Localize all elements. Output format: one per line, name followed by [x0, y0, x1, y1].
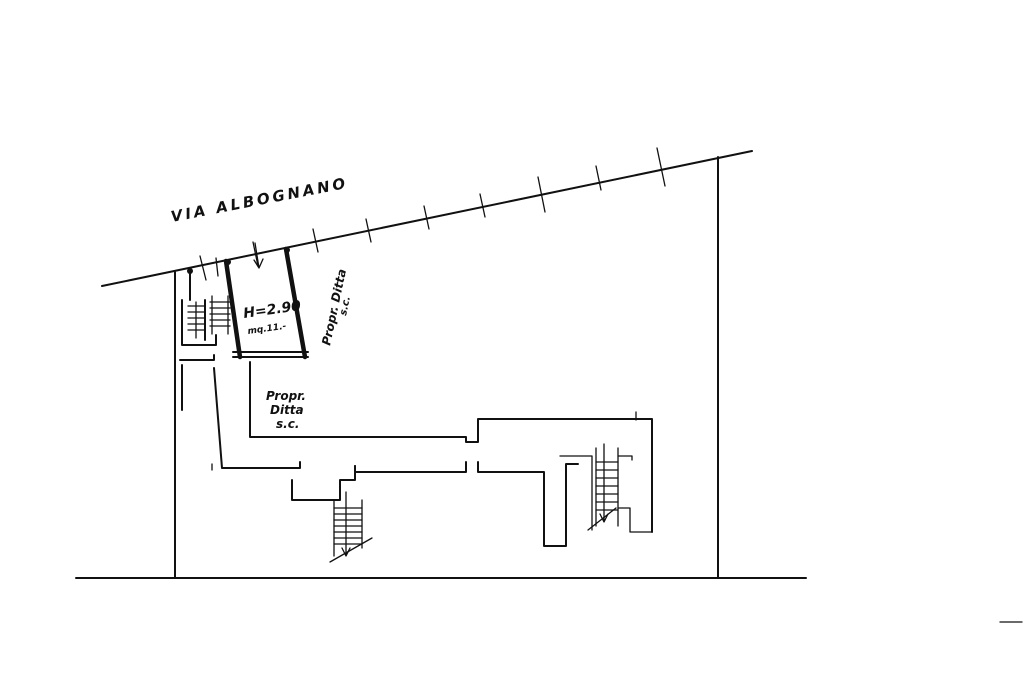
room-height-label: H=2.90	[242, 298, 302, 322]
entry-stair-left	[187, 301, 205, 339]
street-tick-marks	[199, 147, 666, 281]
unit-wall-right	[283, 246, 308, 360]
wall-node-right	[284, 247, 290, 253]
street-name-label: VIA ALBOGNANO	[169, 174, 349, 226]
corridor-wall-lower	[213, 367, 301, 469]
owner-label-right-line2: s.c.	[338, 295, 353, 316]
entry-stair-right	[209, 295, 231, 335]
unit-back-wall	[232, 351, 309, 358]
entry-passage	[179, 271, 217, 411]
entrance-arrows	[215, 242, 264, 277]
room-area-label: mq.11.-	[247, 322, 287, 337]
right-stair	[559, 443, 653, 533]
owner-label-center-line3: s.c.	[276, 417, 299, 431]
corridor-wall-mid	[354, 461, 579, 547]
stair-hall-wall	[291, 465, 356, 501]
owner-label-center-line2: Ditta	[270, 403, 304, 417]
corridor-wall-upper	[249, 361, 653, 533]
unit-wall-left	[223, 258, 243, 360]
owner-label-center-line1: Propr.	[266, 389, 306, 403]
lower-stair	[329, 491, 373, 563]
wall-node-left	[225, 259, 231, 265]
